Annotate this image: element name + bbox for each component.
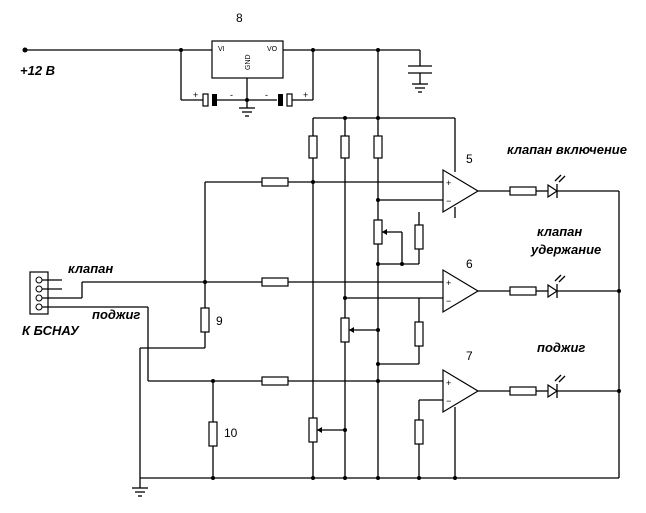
connector-bsnau xyxy=(29,271,149,381)
regulator-vo-pin: VO xyxy=(267,46,278,53)
led-ignition xyxy=(547,374,566,399)
top-resistors xyxy=(308,135,383,159)
supply-capacitor xyxy=(408,65,432,93)
cap1-minus: - xyxy=(230,90,233,100)
opamp7-minus: − xyxy=(446,396,451,406)
valve-on-label: клапан включение xyxy=(507,142,627,157)
opamp-5: + − xyxy=(442,168,480,218)
regulator-number: 8 xyxy=(236,11,243,25)
cap2-minus: - xyxy=(265,90,268,100)
opamp-7: + − xyxy=(442,368,480,478)
connector-ignition-label: поджиг xyxy=(92,307,140,322)
ignition-label: поджиг xyxy=(537,340,585,355)
input-resistor-1 xyxy=(261,177,289,187)
led-valve-hold xyxy=(547,274,566,299)
regulator-vi-pin: VI xyxy=(218,46,225,53)
led-valve-on xyxy=(547,174,566,199)
resistor-10 xyxy=(208,421,218,447)
opamp-7-number: 7 xyxy=(466,349,473,363)
input-resistor-3 xyxy=(261,376,289,386)
resistor-9-number: 9 xyxy=(216,314,223,328)
voltage-regulator: VI VO GND xyxy=(211,40,284,108)
trimmer-2 xyxy=(340,317,378,343)
resistor-9 xyxy=(200,307,210,333)
opamp-5-number: 5 xyxy=(466,152,473,166)
opamp6-plus: + xyxy=(446,278,451,288)
cap2-plus: + xyxy=(303,90,308,100)
power-label: +12 В xyxy=(20,63,55,78)
opamp6-minus: − xyxy=(446,296,451,306)
connector-name-label: К БСНАУ xyxy=(22,323,80,338)
regulator-capacitor-loop: + - - + xyxy=(180,50,314,117)
connector-valve-label: клапан xyxy=(68,261,113,276)
led-resistor-3 xyxy=(509,386,537,396)
resistor-under-7 xyxy=(414,419,424,445)
regulator-gnd-pin: GND xyxy=(245,54,252,70)
opamp5-plus: + xyxy=(446,178,451,188)
ground-bus xyxy=(132,348,619,497)
opamp-6-number: 6 xyxy=(466,257,473,271)
resistor-10-number: 10 xyxy=(224,426,238,440)
resistor-under-5 xyxy=(414,224,424,250)
led-resistor-1 xyxy=(509,186,537,196)
input-resistor-2 xyxy=(261,277,289,287)
resistor-under-6 xyxy=(414,321,424,347)
opamp7-plus: + xyxy=(446,378,451,388)
valve-hold-label-2: удержание xyxy=(530,242,601,257)
cap1-plus: + xyxy=(193,90,198,100)
trimmer-3 xyxy=(308,417,345,443)
opamp5-minus: − xyxy=(446,196,451,206)
valve-hold-label-1: клапан xyxy=(537,224,582,239)
trimmer-1 xyxy=(373,219,403,264)
led-resistor-2 xyxy=(509,286,537,296)
opamp-6: + − xyxy=(442,268,480,314)
